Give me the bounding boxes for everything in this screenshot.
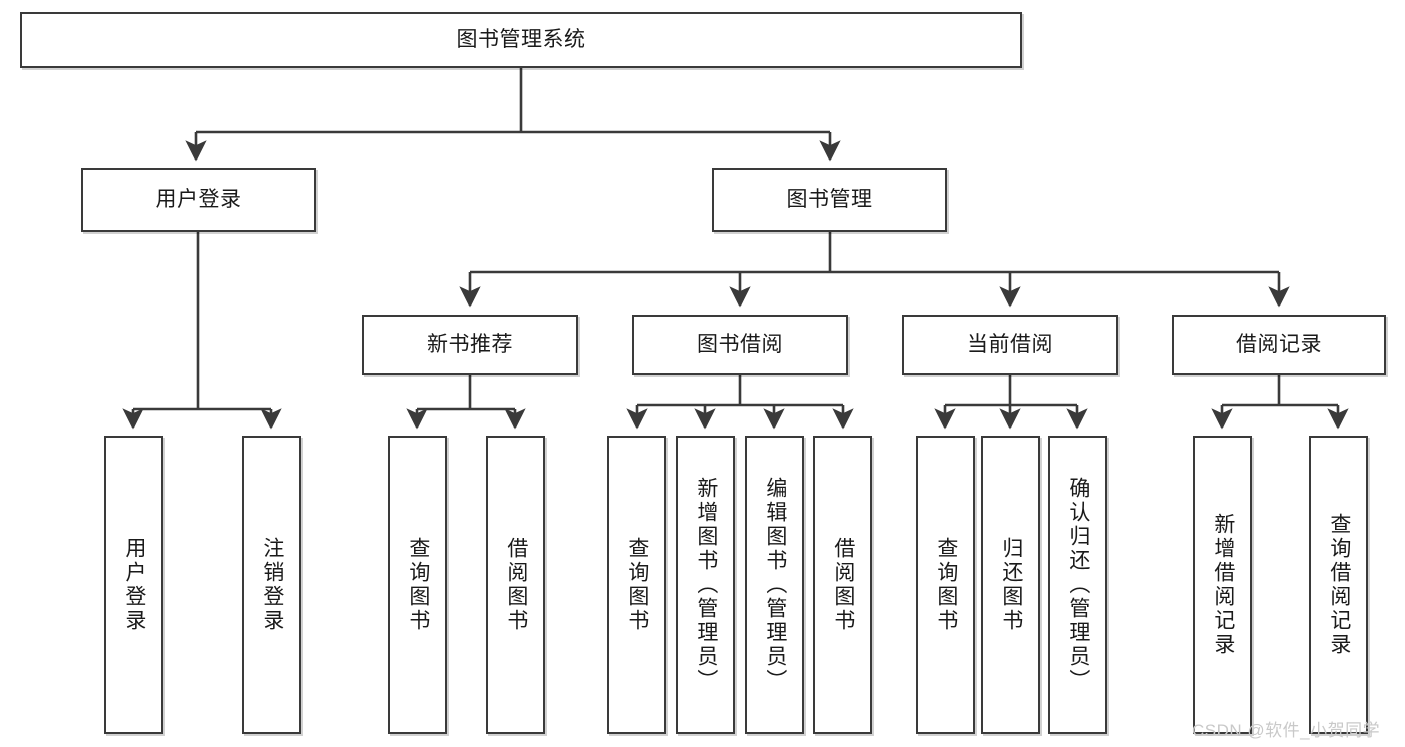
node-leaf-confirm-return-label: 确认归还（管理员） (1066, 477, 1090, 693)
node-leaf-add-book[interactable]: 新增图书（管理员） (676, 436, 735, 734)
csdn-watermark: CSDN @软件_小贺同学 (1192, 721, 1381, 740)
node-leaf-add-book-label: 新增图书（管理员） (694, 477, 718, 693)
node-borrow-record[interactable]: 借阅记录 (1172, 315, 1386, 375)
node-root-label: 图书管理系统 (456, 27, 586, 51)
node-leaf-borrow-book-2[interactable]: 借阅图书 (813, 436, 872, 734)
node-book-management-label: 图书管理 (786, 187, 873, 211)
node-borrow-record-label: 借阅记录 (1236, 332, 1322, 356)
node-user-login-label: 用户登录 (155, 187, 242, 211)
node-book-borrow-label: 图书借阅 (697, 332, 783, 356)
node-leaf-query-book-3-label: 查询图书 (934, 537, 958, 633)
node-leaf-borrow-book-1-label: 借阅图书 (504, 537, 528, 633)
node-current-borrow-label: 当前借阅 (967, 332, 1053, 356)
node-leaf-query-book-2-label: 查询图书 (625, 537, 649, 633)
node-leaf-borrow-book-2-label: 借阅图书 (831, 537, 855, 633)
node-leaf-return-book[interactable]: 归还图书 (981, 436, 1040, 734)
node-leaf-add-borrow-record-label: 新增借阅记录 (1211, 513, 1235, 657)
node-leaf-logout-login-label: 注销登录 (260, 537, 284, 633)
node-user-login[interactable]: 用户登录 (81, 168, 316, 232)
node-leaf-query-borrow-record-label: 查询借阅记录 (1327, 513, 1351, 657)
node-book-management[interactable]: 图书管理 (712, 168, 947, 232)
node-new-book-recommend-label: 新书推荐 (427, 332, 513, 356)
node-leaf-user-login-label: 用户登录 (122, 537, 146, 633)
node-leaf-logout-login[interactable]: 注销登录 (242, 436, 301, 734)
node-book-borrow[interactable]: 图书借阅 (632, 315, 848, 375)
node-current-borrow[interactable]: 当前借阅 (902, 315, 1118, 375)
node-root[interactable]: 图书管理系统 (20, 12, 1022, 68)
node-leaf-edit-book[interactable]: 编辑图书（管理员） (745, 436, 804, 734)
node-leaf-query-book-1[interactable]: 查询图书 (388, 436, 447, 734)
node-leaf-confirm-return[interactable]: 确认归还（管理员） (1048, 436, 1107, 734)
node-leaf-query-book-3[interactable]: 查询图书 (916, 436, 975, 734)
node-leaf-return-book-label: 归还图书 (999, 537, 1023, 633)
node-leaf-add-borrow-record[interactable]: 新增借阅记录 (1193, 436, 1252, 734)
node-leaf-user-login[interactable]: 用户登录 (104, 436, 163, 734)
node-leaf-query-book-1-label: 查询图书 (406, 537, 430, 633)
node-leaf-query-borrow-record[interactable]: 查询借阅记录 (1309, 436, 1368, 734)
node-new-book-recommend[interactable]: 新书推荐 (362, 315, 578, 375)
node-leaf-edit-book-label: 编辑图书（管理员） (763, 477, 787, 693)
node-leaf-query-book-2[interactable]: 查询图书 (607, 436, 666, 734)
node-leaf-borrow-book-1[interactable]: 借阅图书 (486, 436, 545, 734)
